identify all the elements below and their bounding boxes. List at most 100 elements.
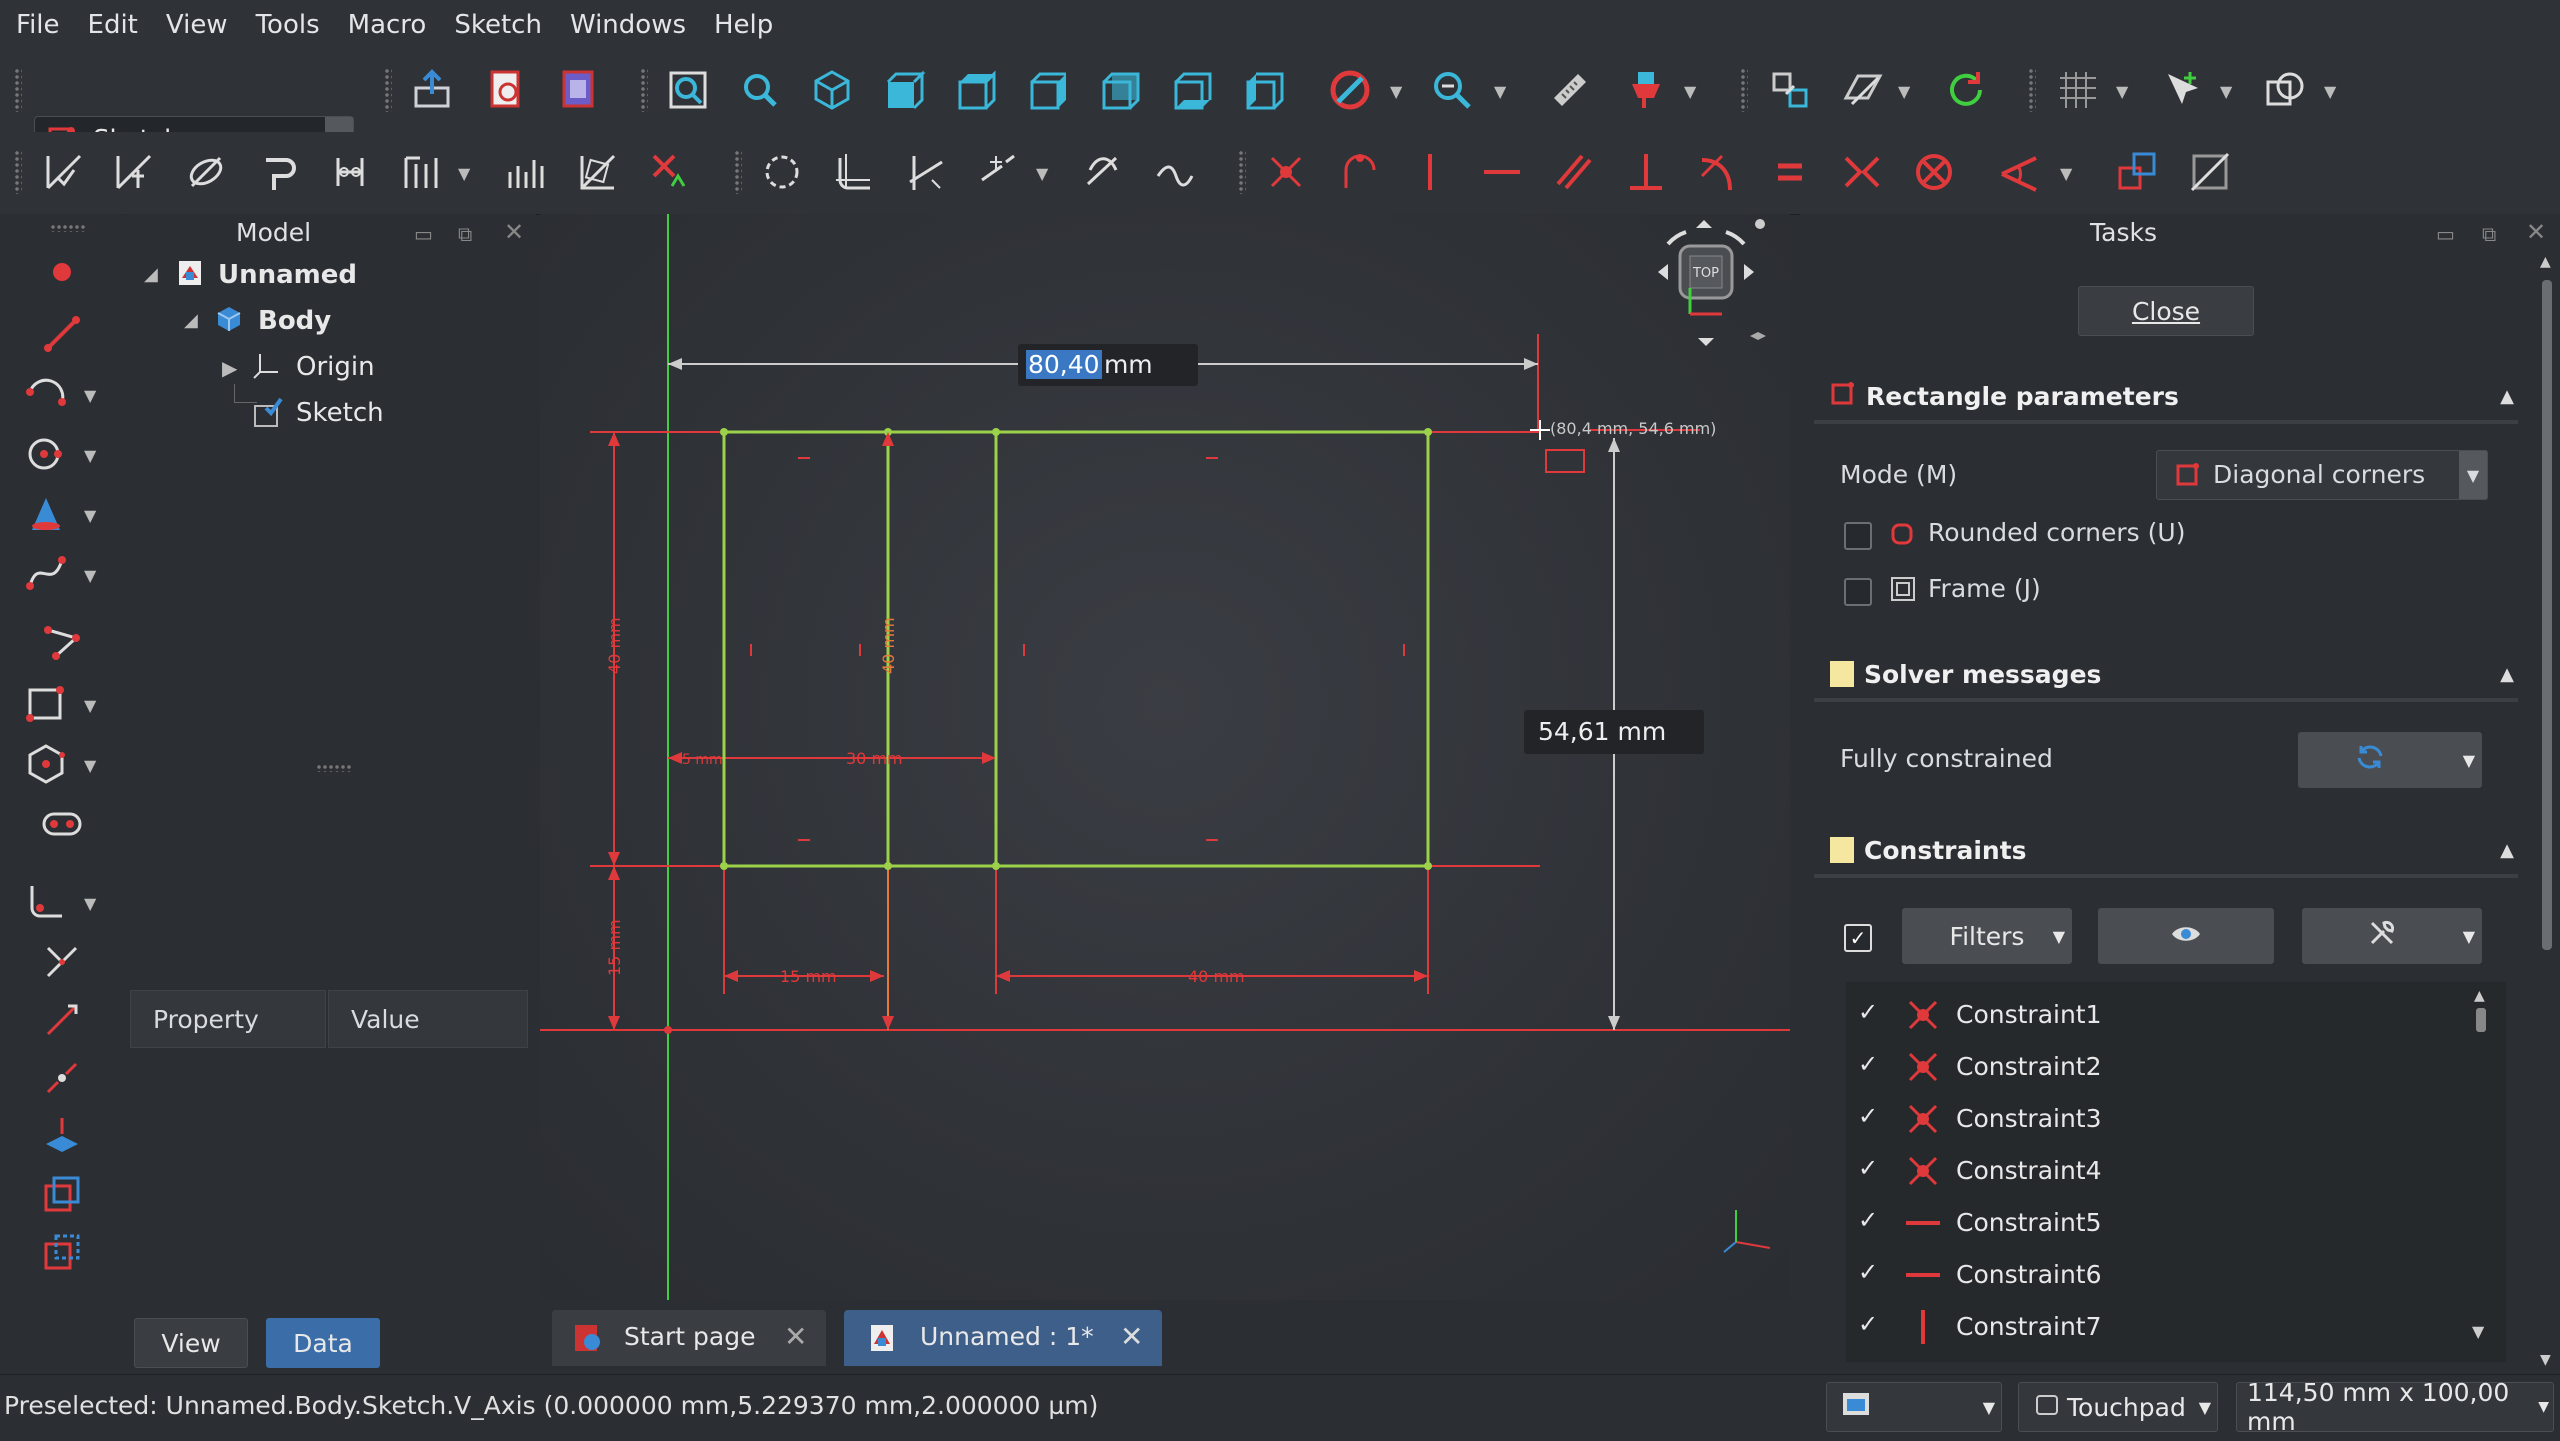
chevron-down-icon[interactable]: ▼ xyxy=(2220,82,2233,101)
list-item[interactable]: ✓ Constraint6 xyxy=(1846,1252,2446,1304)
value-column-header[interactable]: Value xyxy=(328,990,528,1048)
arc-icon[interactable] xyxy=(22,370,70,418)
toggle-active-constraint-icon[interactable] xyxy=(2186,148,2234,196)
toolbar-handle[interactable] xyxy=(1740,68,1748,112)
split-tool-icon[interactable] xyxy=(38,1054,86,1102)
chevron-down-icon[interactable]: ▼ xyxy=(2324,82,2337,101)
window-mode-selector[interactable]: ▼ xyxy=(1826,1382,2002,1432)
external-geometry-icon[interactable] xyxy=(1080,148,1128,196)
measure-icon[interactable] xyxy=(1546,66,1594,114)
tree-item-origin[interactable]: Origin xyxy=(296,352,375,382)
symmetry-icon[interactable] xyxy=(326,148,374,196)
dim-label-15[interactable]: 15 mm xyxy=(780,967,837,986)
check-icon[interactable]: ✓ xyxy=(1858,1154,1879,1182)
constrain-angle-icon[interactable] xyxy=(1996,148,2044,196)
close-icon[interactable]: ✕ xyxy=(2526,218,2547,246)
toolbar-handle[interactable] xyxy=(14,68,22,112)
tree-item-body[interactable]: Body xyxy=(258,306,332,336)
3d-viewport[interactable]: 30 mm 15 mm 40 mm 5 mm 40 mm 15 mm 40 mm… xyxy=(540,214,1790,1300)
check-icon[interactable]: ✓ xyxy=(1858,1258,1879,1286)
panel-minimize-icon[interactable]: ▭ xyxy=(2436,222,2455,246)
collapse-arrow-icon[interactable]: ▶ xyxy=(222,356,238,380)
navigation-cube[interactable]: TOP xyxy=(1640,214,1770,354)
constrain-equal-icon[interactable] xyxy=(1766,148,1814,196)
dim-label-40-middle[interactable]: 40 mm xyxy=(879,617,898,674)
chevron-down-icon[interactable]: ▼ xyxy=(1494,82,1507,101)
close-icon[interactable]: ✕ xyxy=(504,218,525,246)
external-tool-icon[interactable] xyxy=(38,1112,86,1160)
menu-windows[interactable]: Windows xyxy=(569,10,686,40)
close-icon[interactable]: ✕ xyxy=(1120,1320,1144,1353)
sketch-vertices[interactable] xyxy=(720,428,1432,870)
chevron-down-icon[interactable]: ▼ xyxy=(84,894,97,913)
fillet-tool-icon[interactable] xyxy=(22,878,70,926)
dim-label-small[interactable]: 5 mm xyxy=(682,752,723,768)
close-icon[interactable]: ✕ xyxy=(784,1320,808,1353)
polygon-icon[interactable] xyxy=(22,740,70,788)
sketch-rectangles[interactable] xyxy=(722,430,1430,868)
check-icon[interactable]: ✓ xyxy=(1858,1310,1879,1338)
list-item[interactable]: ✓ Constraint7 xyxy=(1846,1304,2446,1356)
snap-icon[interactable] xyxy=(2160,66,2208,114)
line-icon[interactable] xyxy=(38,310,86,358)
chevron-down-icon[interactable]: ▼ xyxy=(1684,82,1697,101)
constrain-tangent-icon[interactable] xyxy=(1694,148,1742,196)
view-section-icon[interactable] xyxy=(182,148,230,196)
dim-label-40-vertical[interactable]: 40 mm xyxy=(605,617,624,674)
slot-icon[interactable] xyxy=(38,800,86,848)
check-icon[interactable]: ✓ xyxy=(1858,1050,1879,1078)
chevron-down-icon[interactable]: ▼ xyxy=(2060,164,2073,183)
constrain-block-icon[interactable] xyxy=(1910,148,1958,196)
constrain-horizontal-icon[interactable] xyxy=(1478,148,1526,196)
constrain-point-on-object-icon[interactable] xyxy=(1334,148,1382,196)
rear-view-icon[interactable] xyxy=(1096,66,1144,114)
leave-sketch-icon[interactable] xyxy=(40,148,88,196)
draw-style-icon[interactable] xyxy=(1326,66,1374,114)
solver-messages-header[interactable]: Solver messages ▲ xyxy=(1814,650,2518,702)
point-icon[interactable] xyxy=(38,248,86,296)
splitter-handle[interactable] xyxy=(316,764,352,772)
toolbar-handle[interactable] xyxy=(14,150,22,194)
visibility-button[interactable] xyxy=(2098,908,2274,964)
chevron-down-icon[interactable]: ▼ xyxy=(1036,164,1049,183)
panel-minimize-icon[interactable]: ▭ xyxy=(414,222,433,246)
dim-label-30[interactable]: 30 mm xyxy=(846,749,903,768)
toggle-construction-icon[interactable] xyxy=(758,148,806,196)
rectangular-array-icon[interactable] xyxy=(502,148,550,196)
list-scrollbar-thumb[interactable] xyxy=(2476,1008,2486,1032)
tree-item-sketch[interactable]: Sketch xyxy=(296,398,384,428)
tab-start-page[interactable]: Start page ✕ xyxy=(552,1310,826,1366)
constrain-parallel-icon[interactable] xyxy=(1550,148,1598,196)
left-view-icon[interactable] xyxy=(1240,66,1288,114)
circle-icon[interactable] xyxy=(22,430,70,478)
data-tab-button[interactable]: Data xyxy=(266,1318,380,1368)
front-view-icon[interactable] xyxy=(880,66,928,114)
origin-point[interactable] xyxy=(664,1026,672,1034)
grid-icon[interactable] xyxy=(2054,66,2102,114)
tree-item-unnamed[interactable]: Unnamed xyxy=(218,260,358,290)
constrain-coincident-icon[interactable] xyxy=(1262,148,1310,196)
expand-arrow-icon[interactable]: ◢ xyxy=(144,264,158,285)
menu-sketch[interactable]: Sketch xyxy=(454,10,542,40)
navigation-style-selector[interactable]: Touchpad ▼ xyxy=(2018,1382,2218,1432)
toolbar-handle[interactable] xyxy=(50,224,86,232)
mode-select[interactable]: Diagonal corners ▼ xyxy=(2156,450,2488,500)
constrain-vertical-icon[interactable] xyxy=(1406,148,1454,196)
menu-tools[interactable]: Tools xyxy=(255,10,320,40)
chevron-down-icon[interactable]: ▼ xyxy=(458,164,471,183)
chevron-down-icon[interactable]: ▼ xyxy=(2116,82,2129,101)
rectangle-parameters-header[interactable]: Rectangle parameters ▲ xyxy=(1814,372,2518,424)
height-value[interactable]: 54,61 mm xyxy=(1538,717,1667,746)
chevron-down-icon[interactable]: ▼ xyxy=(84,756,97,775)
right-view-icon[interactable] xyxy=(1024,66,1072,114)
menu-edit[interactable]: Edit xyxy=(87,10,138,40)
chevron-down-icon[interactable]: ▼ xyxy=(84,696,97,715)
list-item[interactable]: ✓ Constraint1 xyxy=(1846,992,2446,1044)
chevron-down-icon[interactable]: ▼ xyxy=(84,566,97,585)
bspline-icon[interactable] xyxy=(22,550,70,598)
list-item[interactable]: ✓ Constraint3 xyxy=(1846,1096,2446,1148)
bottom-view-icon[interactable] xyxy=(1168,66,1216,114)
list-item[interactable]: ✓ Constraint4 xyxy=(1846,1148,2446,1200)
delete-all-geometry-icon[interactable] xyxy=(646,148,694,196)
frame-checkbox[interactable] xyxy=(1844,578,1872,606)
